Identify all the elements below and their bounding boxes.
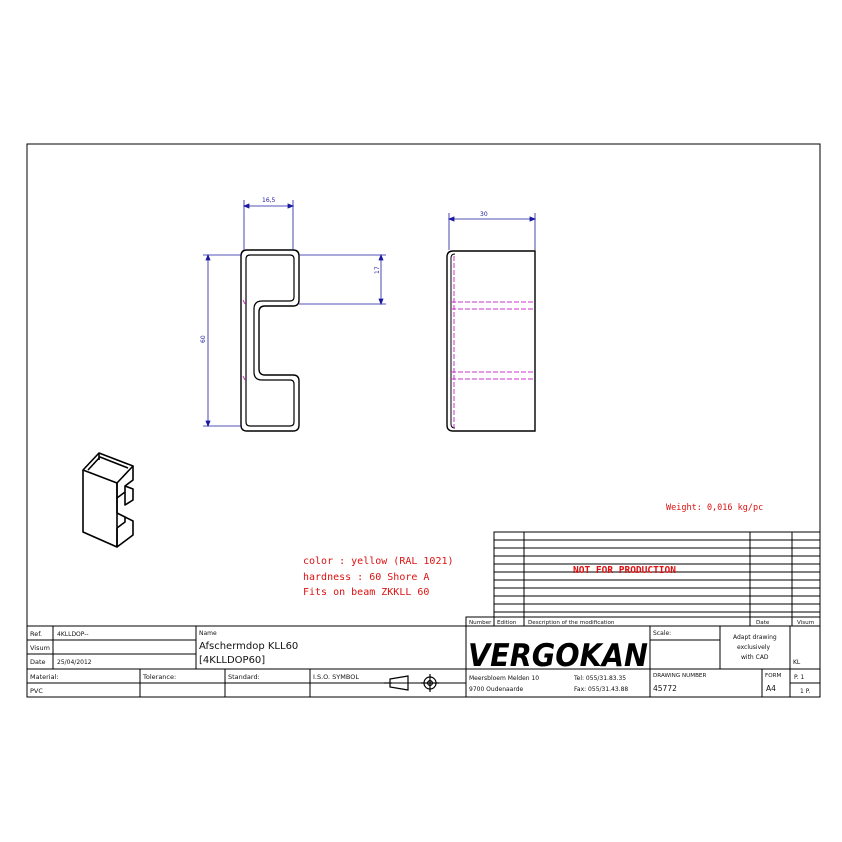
color-note: color : yellow (RAL 1021) bbox=[303, 556, 454, 567]
date-label: Date bbox=[30, 658, 46, 666]
side-view bbox=[446, 250, 536, 432]
iso-symbol-label: I.S.O. SYMBOL bbox=[313, 673, 359, 681]
dim-top-arrows bbox=[242, 203, 295, 209]
page-number: P. 1 bbox=[794, 674, 804, 681]
drawing-number-label: DRAWING NUMBER bbox=[653, 673, 706, 679]
front-view-dimensions bbox=[203, 200, 386, 428]
title-block-right: Scale: Adapt drawing exclusively with CA… bbox=[653, 630, 810, 695]
weight-note: Weight: 0,016 kg/pc bbox=[666, 503, 763, 513]
kl-label: KL bbox=[793, 659, 801, 666]
front-view bbox=[240, 249, 300, 432]
side-view-dimensions bbox=[447, 213, 537, 250]
dim-side-width-label: 30 bbox=[480, 211, 488, 218]
ref-label: Ref. bbox=[30, 630, 42, 638]
cad-note-2: exclusively bbox=[737, 644, 771, 651]
cad-note-1: Adapt drawing bbox=[733, 634, 777, 641]
page-count: 1 P. bbox=[800, 688, 810, 695]
cad-note-3: with CAD bbox=[741, 654, 769, 661]
drawing-number: 45772 bbox=[653, 684, 677, 693]
sheet-border bbox=[26, 143, 821, 698]
company-logo: VERGOKAN bbox=[468, 638, 648, 674]
fax: Fax: 055/31.43.88 bbox=[574, 686, 628, 693]
material-value: PVC bbox=[30, 687, 43, 695]
side-view-hidden-lines bbox=[451, 256, 535, 428]
material-label: Material: bbox=[30, 673, 59, 681]
dim-height-arrows bbox=[205, 253, 211, 428]
revision-block bbox=[465, 531, 821, 627]
dim-height-label: 60 bbox=[200, 335, 207, 343]
rev-header-number: Number bbox=[469, 620, 492, 626]
dim-side-arrows bbox=[447, 216, 537, 222]
visum-label: Visum bbox=[30, 644, 50, 652]
revision-headers: Number Edition Description of the modifi… bbox=[469, 620, 814, 626]
company-address: Meersbloem Melden 10 9700 Oudenaarde Tel… bbox=[469, 675, 628, 693]
part-code: [4KLLDOP60] bbox=[199, 655, 265, 666]
rev-header-visum: Visum bbox=[797, 620, 814, 626]
standard-label: Standard: bbox=[228, 673, 260, 681]
rev-header-edition: Edition bbox=[497, 620, 517, 626]
tolerance-label: Tolerance: bbox=[142, 673, 176, 681]
not-for-production-stamp: NOT FOR PRODUCTION bbox=[573, 565, 676, 576]
dim-notch-arrows bbox=[378, 253, 384, 306]
side-view-outline bbox=[446, 250, 536, 432]
rev-header-description: Description of the modification bbox=[528, 620, 615, 626]
isometric-view bbox=[82, 452, 134, 548]
iso-projection-symbol bbox=[384, 674, 439, 692]
scale-label: Scale: bbox=[653, 630, 671, 637]
front-view-outer bbox=[240, 249, 300, 432]
dim-top-width-label: 16,5 bbox=[262, 197, 276, 204]
hardness-note: hardness : 60 Shore A bbox=[303, 572, 429, 583]
form-label: FORM bbox=[765, 673, 782, 679]
address-line-1: Meersbloem Melden 10 bbox=[469, 675, 539, 682]
form-value: A4 bbox=[766, 684, 776, 693]
title-block bbox=[27, 625, 820, 697]
name-label: Name bbox=[199, 630, 217, 637]
front-view-weld-mark bbox=[242, 299, 246, 381]
ref-value: 4KLLDOP-- bbox=[57, 631, 89, 638]
title-block-text: Ref. 4KLLDOP-- Visum Date 25/04/2012 Nam… bbox=[30, 630, 359, 695]
date-value: 25/04/2012 bbox=[57, 659, 92, 666]
part-name: Afschermdop KLL60 bbox=[199, 641, 298, 652]
address-line-2: 9700 Oudenaarde bbox=[469, 686, 524, 693]
tel: Tel: 055/31.83.35 bbox=[573, 675, 626, 682]
rev-header-date: Date bbox=[756, 620, 770, 626]
fits-note: Fits on beam ZKKLL 60 bbox=[303, 587, 429, 598]
side-view-inner-edge bbox=[450, 253, 456, 429]
front-view-inner bbox=[245, 254, 295, 427]
dim-notch-label: 17 bbox=[374, 266, 381, 274]
